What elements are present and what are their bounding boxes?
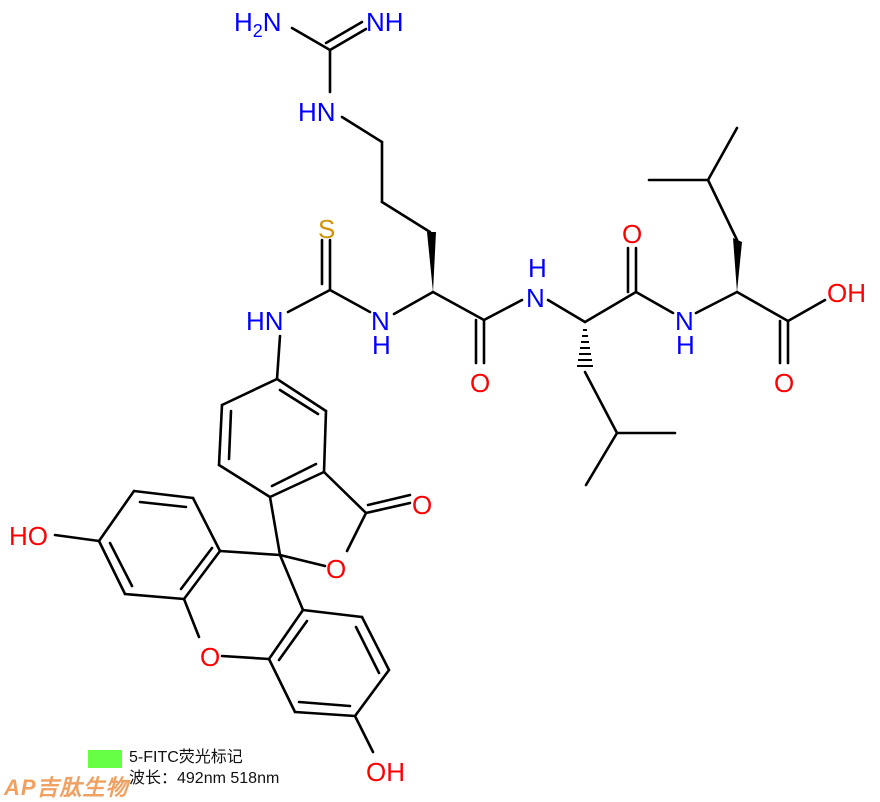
bottom-hydroxyl-label: OH [366, 757, 405, 787]
acid-oh-label: OH [827, 278, 866, 308]
lactone-carbonyl-o-label: O [412, 490, 432, 520]
legend-text: 5-FITC荧光标记 波长：492nm 518nm [129, 747, 279, 789]
left-hydroxyl-label: HO [9, 521, 48, 551]
leu1-h-label: H [528, 253, 547, 283]
wedge-bond [427, 232, 436, 292]
atom-labels: H2N NH HN S HN N H O H N O N H OH O O O … [9, 7, 866, 787]
hash-bond [577, 329, 593, 367]
imine-nh-label: NH [366, 7, 404, 37]
fluorescence-legend: 5-FITC荧光标记 波长：492nm 518nm [88, 747, 279, 789]
guanidine-hn-label: HN [298, 97, 336, 127]
thiourea-hn-label: HN [246, 306, 284, 336]
lactone-o-label: O [326, 554, 346, 584]
leu2-h-label: H [676, 330, 695, 360]
xanthene-o-label: O [200, 642, 220, 672]
legend-label: 5-FITC荧光标记 [129, 749, 243, 766]
leu2-n-label: N [675, 306, 694, 336]
legend-color-swatch [88, 750, 122, 768]
acid-carbonyl-o-label: O [774, 368, 794, 398]
bonds [53, 20, 827, 754]
arg-h-label: H [372, 330, 391, 360]
arg-carbonyl-o-label: O [470, 368, 490, 398]
leu1-carbonyl-o-label: O [622, 219, 642, 249]
wedge-bond [733, 238, 742, 292]
amine-label: H2N [234, 7, 282, 41]
arg-n-label: N [371, 306, 390, 336]
sulfur-label: S [318, 214, 335, 244]
leu1-n-label: N [526, 283, 545, 313]
legend-wavelength: 波长：492nm 518nm [129, 770, 280, 787]
brand-watermark: AP吉肽生物 [4, 775, 129, 800]
